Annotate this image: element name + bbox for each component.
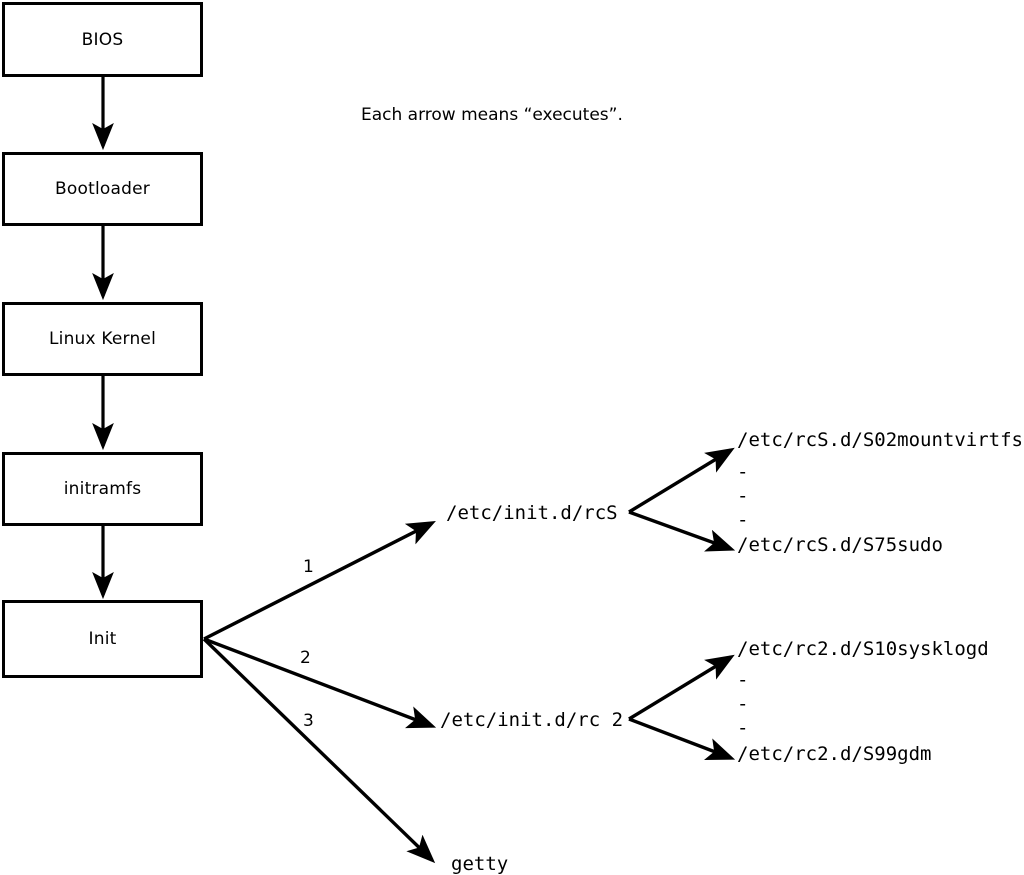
node-linux-kernel[interactable]: Linux Kernel xyxy=(2,302,203,376)
branch-number-3: 3 xyxy=(303,711,314,731)
rc2-ellipsis-dash-3: - xyxy=(737,717,749,739)
rcS-ellipsis-dash-3: - xyxy=(737,509,749,531)
node-bootloader-label: Bootloader xyxy=(55,179,150,199)
rcS-script-last[interactable]: /etc/rcS.d/S75sudo xyxy=(737,534,943,556)
rc2-script-first[interactable]: /etc/rc2.d/S10sysklogd xyxy=(737,638,989,660)
node-initramfs-label: initramfs xyxy=(63,479,142,499)
arrow-init-to-rcS xyxy=(203,520,436,641)
node-bios-label: BIOS xyxy=(81,29,124,50)
target-rcS-label[interactable]: /etc/init.d/rcS xyxy=(446,502,618,524)
branch-number-1: 1 xyxy=(303,557,314,577)
arrow-rc2-to-first-script xyxy=(628,654,735,721)
arrow-rcS-to-first-script xyxy=(628,447,735,514)
diagram-caption: Each arrow means “executes”. xyxy=(361,105,623,125)
node-bootloader[interactable]: Bootloader xyxy=(2,152,203,226)
node-init-label: Init xyxy=(88,629,117,649)
target-getty-label[interactable]: getty xyxy=(451,853,509,875)
rcS-script-first[interactable]: /etc/rcS.d/S02mountvirtfs xyxy=(737,429,1023,451)
node-linux-kernel-label: Linux Kernel xyxy=(48,329,156,349)
rc2-ellipsis-dash-2: - xyxy=(737,693,749,715)
rc2-ellipsis-dash-1: - xyxy=(737,669,749,691)
arrow-init-to-getty xyxy=(202,637,436,864)
node-init[interactable]: Init xyxy=(2,600,203,678)
rcS-ellipsis-dash-2: - xyxy=(737,485,749,507)
branch-number-2: 2 xyxy=(300,648,311,668)
arrow-rc2-to-last-script xyxy=(628,717,736,761)
rc2-script-last[interactable]: /etc/rc2.d/S99gdm xyxy=(737,743,932,765)
arrow-rcS-to-last-script xyxy=(628,510,736,552)
arrow-init-to-rc2 xyxy=(203,637,437,729)
node-initramfs[interactable]: initramfs xyxy=(2,452,203,526)
node-bios[interactable]: BIOS xyxy=(2,2,203,77)
target-rc2-label[interactable]: /etc/init.d/rc 2 xyxy=(440,709,624,731)
rcS-ellipsis-dash-1: - xyxy=(737,461,749,483)
